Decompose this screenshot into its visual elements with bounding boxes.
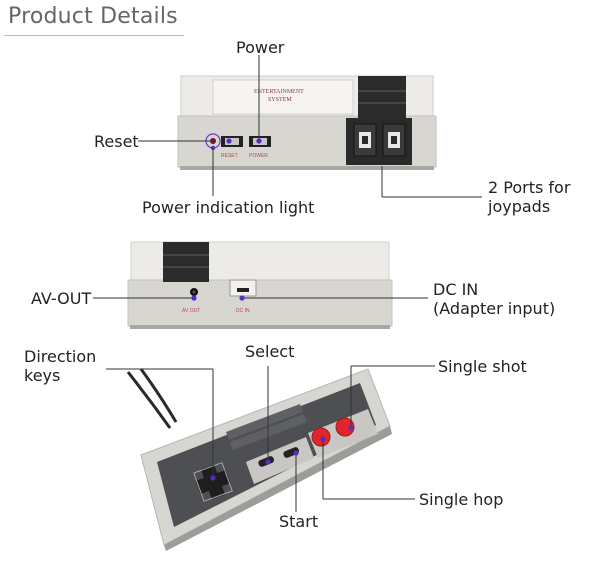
dc-small-label: DC IN [236, 308, 250, 314]
label-select: Select [245, 342, 295, 361]
console-back: AV OUT DC IN [127, 241, 393, 329]
label-av-out: AV-OUT [31, 289, 92, 308]
label-start: Start [279, 512, 319, 531]
label-dc-in-line2: (Adapter input) [433, 299, 556, 318]
label-reset: Reset [94, 132, 139, 151]
av-small-label: AV OUT [182, 308, 200, 314]
label-direction-line2: keys [24, 366, 61, 385]
plate-text-line2: SYSTEM [268, 97, 292, 103]
power-small-label: POWER [249, 153, 268, 159]
console-front: ENTERTAINMENT SYSTEM RESET POWER [177, 75, 437, 170]
label-ports-line2: joypads [488, 197, 551, 216]
plate-text-line1: ENTERTAINMENT [254, 89, 304, 95]
title-underline [4, 35, 184, 36]
label-direction-line1: Direction [24, 347, 97, 366]
label-dc-in-line1: DC IN [433, 280, 479, 299]
callout-dots [191, 138, 354, 481]
label-single-shot: Single shot [438, 357, 527, 376]
callout-lines [93, 55, 482, 512]
controller [126, 368, 392, 551]
page-title: Product Details [8, 4, 178, 29]
label-ports-line1: 2 Ports for [488, 178, 571, 197]
reset-small-label: RESET [221, 153, 238, 159]
label-power: Power [236, 38, 285, 57]
label-single-hop: Single hop [419, 490, 504, 509]
label-power-indication-light: Power indication light [142, 198, 315, 217]
